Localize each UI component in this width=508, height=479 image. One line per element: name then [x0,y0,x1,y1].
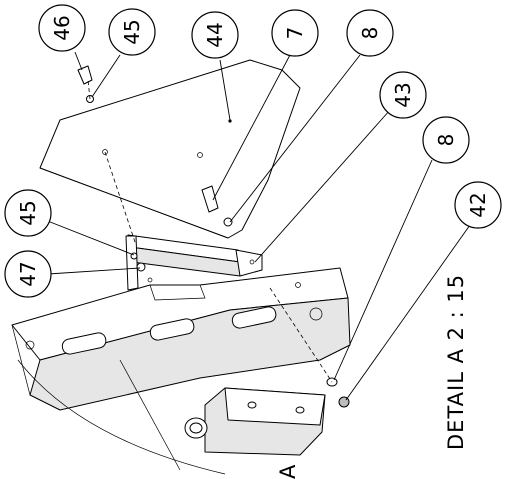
svg-text:45: 45 [16,200,40,225]
svg-text:45: 45 [120,19,144,44]
svg-text:43: 43 [391,82,415,107]
svg-text:7: 7 [283,27,307,40]
balloon-47: 47 [4,250,52,298]
svg-text:44: 44 [203,22,227,47]
bracket-43 [125,234,263,291]
detail-view-label: A [276,464,300,479]
svg-text:42: 42 [466,192,490,217]
svg-text:8: 8 [358,27,382,40]
svg-text:46: 46 [50,15,74,40]
balloon-42: 42 [454,181,502,229]
lower-housing [184,387,326,456]
fasteners [77,65,350,408]
balloon-8-top: 8 [346,9,394,57]
detail-caption: DETAIL A 2 : 15 [444,274,468,450]
balloon-7: 7 [271,9,319,57]
balloon-44: 44 [191,11,239,59]
svg-text:47: 47 [16,261,40,286]
detail-boundary [17,359,226,475]
balloon-46: 46 [38,4,86,52]
balloon-8-right: 8 [422,116,470,164]
chassis-rail [11,267,351,411]
balloon-45-left: 45 [4,189,52,237]
mounting-plate-44 [39,59,301,239]
balloon-43: 43 [379,71,427,119]
balloon-45-top: 45 [108,8,156,56]
leader-lines [39,51,471,401]
svg-text:8: 8 [434,134,458,147]
